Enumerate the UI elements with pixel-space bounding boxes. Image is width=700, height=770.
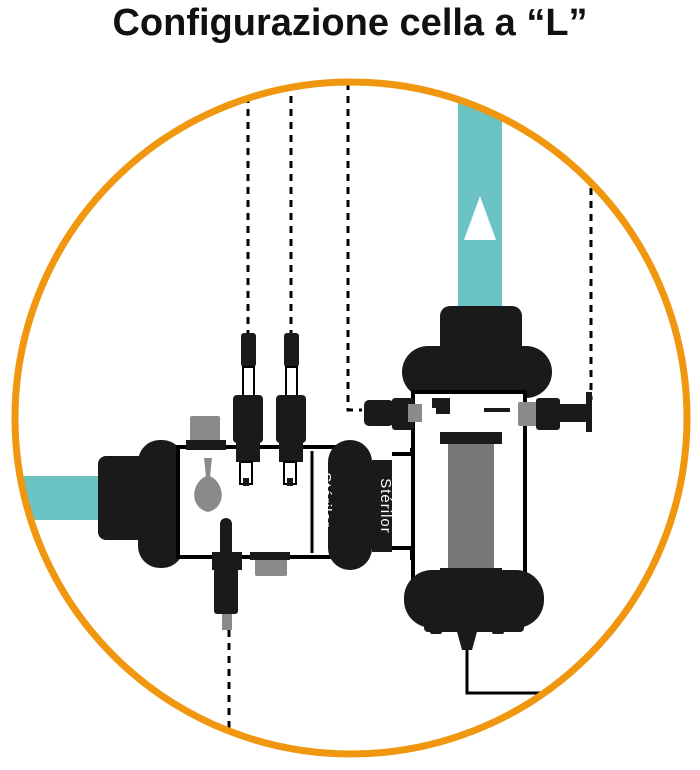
probe-left	[233, 333, 263, 486]
uv-reactor	[364, 306, 592, 650]
inlet-block	[190, 416, 220, 442]
uv-sensor-left	[364, 398, 422, 430]
inlet-water-pipe	[15, 476, 110, 520]
sensor-cables	[227, 82, 593, 754]
lens-circle	[11, 78, 691, 758]
water-drop-icon	[194, 458, 222, 512]
page-title: Configurazione cella a “L”	[112, 2, 588, 44]
probe-right	[276, 333, 306, 486]
measurement-chamber	[98, 333, 372, 630]
uv-lamp	[448, 444, 494, 572]
flow-arrow-icon	[464, 196, 496, 240]
brand-label-right: Stérilor	[377, 478, 394, 534]
drain-line	[465, 648, 560, 695]
outlet-block	[255, 558, 287, 576]
brand-label-left: Stérilor	[317, 472, 334, 528]
bottom-sensor	[212, 518, 242, 630]
uv-sensor-right	[518, 392, 592, 432]
